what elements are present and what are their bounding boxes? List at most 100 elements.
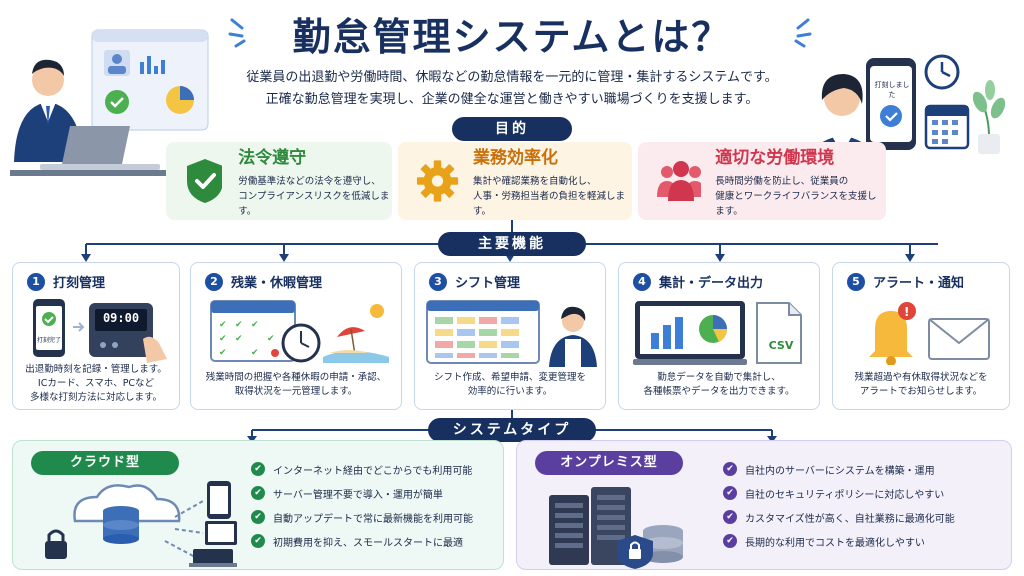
onpremise-feature-item: ✔ 自社内のサーバーにシステムを構築・運用 (723, 457, 955, 481)
purpose-section-label: 目的 (452, 117, 572, 141)
feature-text: 残業超過や有休取得状況などを アラートでお知らせします。 (839, 371, 1003, 399)
feature-text-line: 残業超過や有休取得状況などを (854, 372, 988, 383)
purpose-card-compliance: 法令遵守 労働基準法などの法令を遵守し、 コンプライアンスリスクを低減します。 (166, 142, 392, 220)
feature-title: 集計・データ出力 (659, 276, 764, 291)
shift-schedule-illustration (426, 300, 597, 367)
check-icon: ✔ (723, 510, 737, 524)
sparkle-right-icon (794, 18, 812, 48)
feature-number: 2 (205, 272, 223, 291)
feature-number: 3 (429, 272, 447, 291)
purpose-text: 集計や確認業務を自動化し、 (473, 176, 597, 187)
purpose-title: 業務効率化 (473, 148, 558, 168)
cloud-type-box: クラウド型 ✔ インターネット経由でどこからでも利用可能 ✔ サーバー管理不要で導入… (12, 440, 504, 570)
cloud-feature-text: 初期費用を抑え、スモールスタートに最適 (273, 537, 463, 549)
time-clock-illustration (33, 299, 167, 363)
feature-text-line: 残業時間の把握や各種休暇の申請・承認、 (205, 372, 387, 383)
purpose-title: 法令遵守 (238, 148, 307, 168)
feature-text-line: 多様な打刻方法に対応します。 (29, 392, 163, 403)
calendar-clock-beach-illustration: ✔✔✔ ✔✔✔ ✔✔ (210, 300, 389, 363)
purpose-text: 長時間労働を防止し、従業員の (715, 176, 849, 187)
onpremise-feature-item: ✔ 長期的な利用でコストを最適化しやすい (723, 529, 955, 553)
feature-card-data-export: 4 集計・データ出力 CSV 勤怠データを自動で集計し、 各種帳票やデータを出力… (618, 262, 820, 410)
feature-text: シフト作成、希望申請、変更管理を 効率的に行います。 (421, 371, 599, 399)
onpremise-type-label: オンプレミス型 (535, 451, 683, 475)
feature-number: 4 (633, 272, 651, 291)
shield-check-icon (187, 159, 223, 203)
svg-text:✔: ✔ (219, 320, 227, 330)
onpremise-type-box: オンプレミス型 ✔ 自社内のサーバーにシステムを構築・運用 ✔ 自社のセキュリティポ… (516, 440, 1012, 570)
onpremise-feature-item: ✔ カスタマイズ性が高く、自社業務に最適化可能 (723, 505, 955, 529)
clock-display: 09:00 (102, 311, 140, 325)
features-section-label: 主要機能 (438, 232, 586, 256)
onpremise-feature-text: 自社内のサーバーにシステムを構築・運用 (745, 465, 935, 477)
cloud-server-devices-illustration (45, 481, 237, 567)
feature-title: 打刻管理 (53, 276, 106, 291)
feature-card-alerts: 5 アラート・通知 ! 残業超過や有休取得状況などを アラートでお知らせします。 (832, 262, 1010, 410)
onpremise-feature-text: 長期的な利用でコストを最適化しやすい (745, 537, 925, 549)
svg-text:✔: ✔ (251, 320, 259, 330)
feature-text-line: 各種帳票やデータを出力できます。 (643, 386, 795, 397)
feature-text-line: アラートでお知らせします。 (859, 386, 983, 397)
phone-status-label: 打刻完了 (36, 337, 61, 344)
cloud-feature-text: 自動アップデートで常に最新機能を利用可能 (273, 513, 473, 525)
svg-text:✔: ✔ (219, 348, 227, 358)
feature-text: 勤怠データを自動で集計し、 各種帳票やデータを出力できます。 (625, 371, 813, 399)
cloud-feature-list: ✔ インターネット経由でどこからでも利用可能 ✔ サーバー管理不要で導入・運用が簡単… (251, 457, 473, 553)
purpose-text: 人事・労務担当者の負担を軽減します。 (473, 191, 626, 217)
cloud-feature-text: サーバー管理不要で導入・運用が簡単 (273, 489, 443, 501)
purpose-title: 適切な労働環境 (715, 148, 835, 168)
onpremise-feature-item: ✔ 自社のセキュリティポリシーに対応しやすい (723, 481, 955, 505)
feature-text: 残業時間の把握や各種休暇の申請・承認、 取得状況を一元管理します。 (197, 371, 395, 399)
people-icon (657, 161, 702, 201)
purpose-text: 労働基準法などの法令を遵守し、 (238, 176, 381, 187)
purpose-text: コンプライアンスリスクを低減します。 (238, 191, 390, 217)
feature-card-time-clock: 1 打刻管理 打刻完了 09:00 出退勤時刻を記録・管理します。 ICカード、… (12, 262, 180, 410)
purpose-card-efficiency: 業務効率化 集計や確認業務を自動化し、 人事・労務担当者の負担を軽減します。 (398, 142, 632, 220)
feature-number: 5 (847, 272, 865, 291)
check-icon: ✔ (251, 534, 265, 548)
feature-title: アラート・通知 (873, 276, 965, 291)
sparkle-left-icon (228, 18, 246, 48)
feature-number: 1 (27, 272, 45, 291)
cloud-type-label: クラウド型 (31, 451, 179, 475)
check-icon: ✔ (723, 534, 737, 548)
feature-text-line: 勤怠データを自動で集計し、 (657, 372, 781, 383)
check-icon: ✔ (723, 462, 737, 476)
server-rack-shield-illustration (549, 487, 683, 569)
check-icon: ✔ (251, 486, 265, 500)
purpose-card-work-environment: 適切な労働環境 長時間労働を防止し、従業員の 健康とワークライフバランスを支援し… (638, 142, 886, 220)
feature-text-line: 効率的に行います。 (467, 386, 553, 397)
onpremise-feature-list: ✔ 自社内のサーバーにシステムを構築・運用 ✔ 自社のセキュリティポリシーに対応しや… (723, 457, 955, 553)
feature-text-line: ICカード、スマホ、PCなど (37, 378, 155, 389)
cloud-feature-item: ✔ 初期費用を抑え、スモールスタートに最適 (251, 529, 473, 553)
description-line-2: 正確な勤怠管理を実現し、企業の健全な運営と働きやすい職場づくりを支援します。 (265, 92, 759, 107)
feature-card-shift: 3 シフト管理 シフト作成、希望申請、変更管理を 効率的に行います。 (414, 262, 606, 410)
cloud-feature-item: ✔ インターネット経由でどこからでも利用可能 (251, 457, 473, 481)
check-icon: ✔ (251, 510, 265, 524)
svg-text:✔: ✔ (235, 320, 243, 330)
feature-text-line: シフト作成、希望申請、変更管理を (433, 372, 586, 383)
svg-text:✔: ✔ (267, 334, 275, 344)
bell-envelope-illustration: ! (869, 302, 990, 365)
purpose-text: 健康とワークライフバランスを支援します。 (715, 191, 877, 217)
svg-text:!: ! (904, 305, 909, 319)
description-line-1: 従業員の出退勤や労働時間、休暇などの勤怠情報を一元的に管理・集計するシステムです… (246, 70, 778, 85)
cloud-feature-item: ✔ サーバー管理不要で導入・運用が簡単 (251, 481, 473, 505)
feature-title: 残業・休暇管理 (231, 276, 323, 291)
cloud-feature-item: ✔ 自動アップデートで常に最新機能を利用可能 (251, 505, 473, 529)
onpremise-feature-text: カスタマイズ性が高く、自社業務に最適化可能 (745, 513, 955, 525)
cloud-feature-text: インターネット経由でどこからでも利用可能 (273, 465, 473, 477)
onpremise-feature-text: 自社のセキュリティポリシーに対応しやすい (745, 489, 945, 501)
csv-file-label: CSV (768, 339, 794, 352)
svg-text:✔: ✔ (235, 334, 243, 344)
man-with-laptop-illustration (10, 29, 209, 176)
check-icon: ✔ (251, 462, 265, 476)
check-icon: ✔ (723, 486, 737, 500)
page-title: 勤怠管理システムとは？ (292, 15, 732, 59)
feature-title: シフト管理 (455, 276, 521, 291)
gear-icon (416, 160, 459, 202)
feature-text-line: 取得状況を一元管理します。 (234, 386, 358, 397)
types-section-label: システムタイプ (428, 418, 596, 442)
phone-banner: 打刻しました (874, 81, 910, 99)
feature-card-overtime-leave: 2 残業・休暇管理 ✔✔✔ ✔✔✔ ✔✔ 残業時間の把握や各種休暇の申請・承認、… (190, 262, 402, 410)
